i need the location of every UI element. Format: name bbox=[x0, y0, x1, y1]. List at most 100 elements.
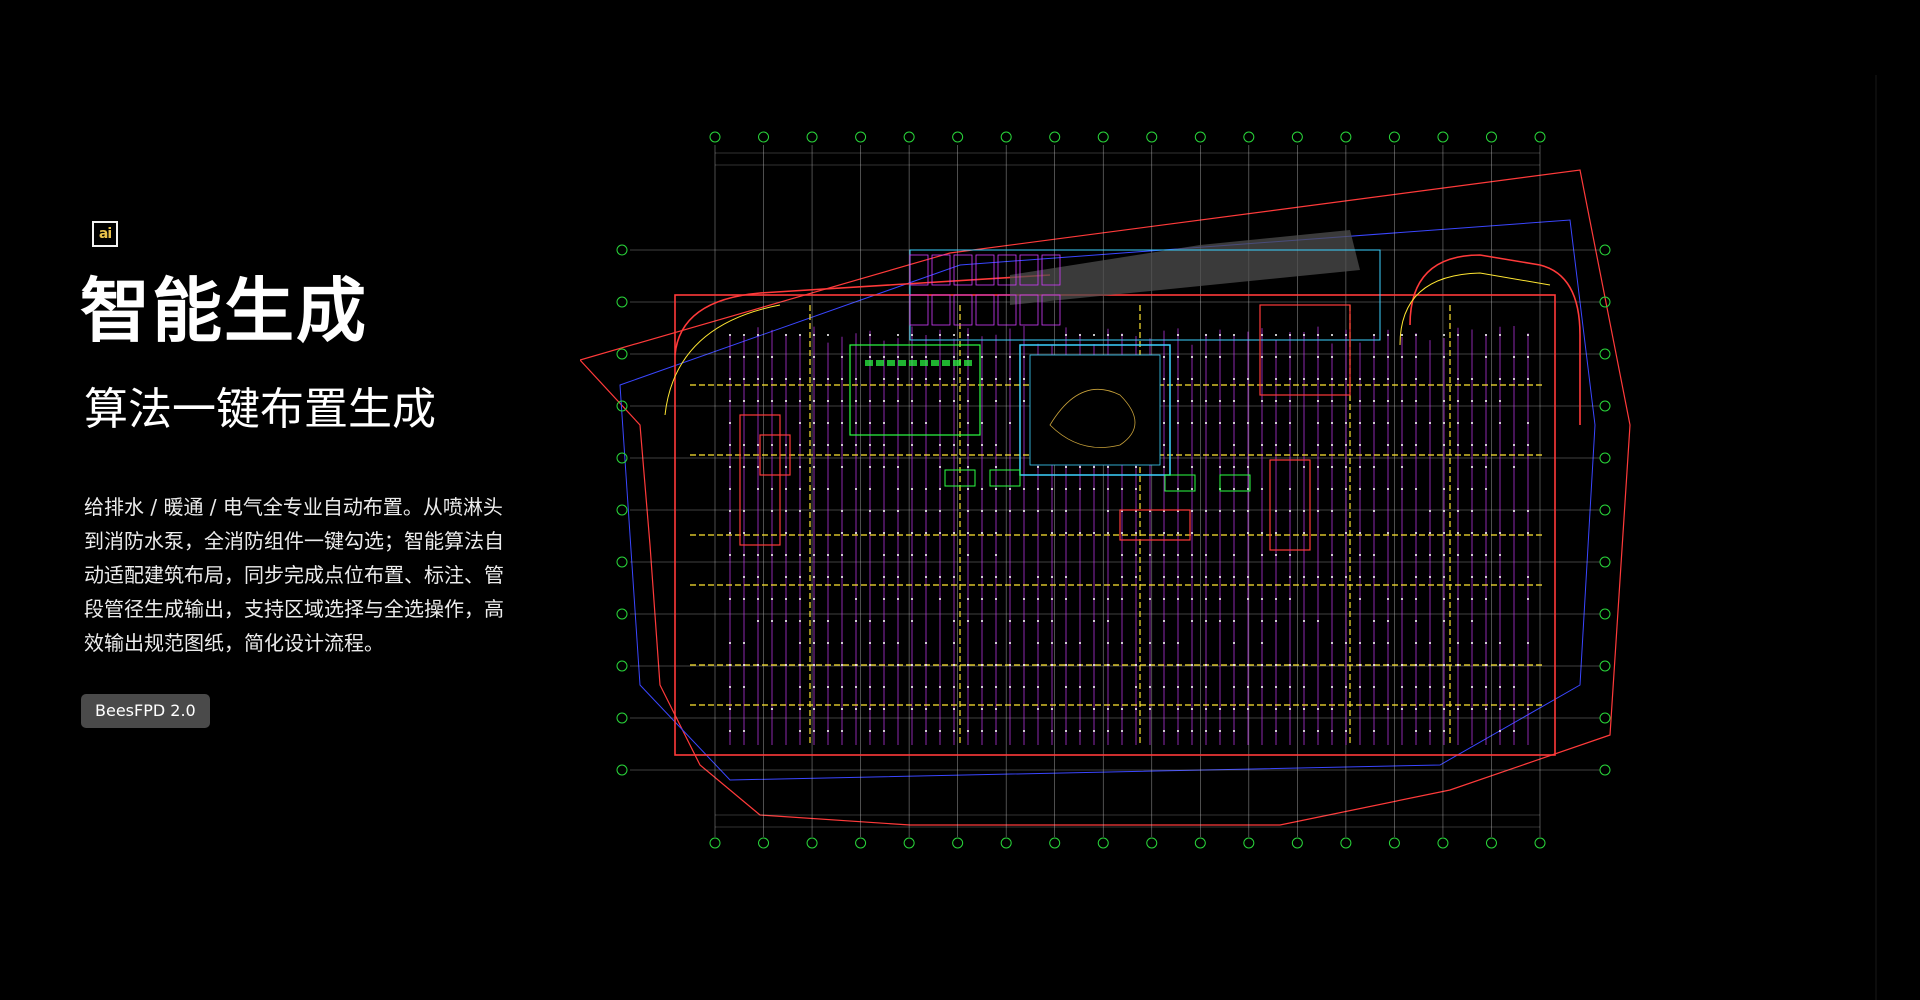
sprinkler-head bbox=[799, 334, 801, 336]
sprinkler-head bbox=[1121, 334, 1123, 336]
sprinkler-head bbox=[925, 554, 927, 556]
sprinkler-head bbox=[1121, 488, 1123, 490]
sprinkler-head bbox=[1485, 598, 1487, 600]
sprinkler-head bbox=[1135, 554, 1137, 556]
sprinkler-head bbox=[939, 466, 941, 468]
sprinkler-head bbox=[1121, 554, 1123, 556]
sprinkler-head bbox=[1387, 620, 1389, 622]
sprinkler-head bbox=[1205, 400, 1207, 402]
sprinkler-head bbox=[1359, 598, 1361, 600]
sprinkler-head bbox=[981, 664, 983, 666]
sprinkler-head bbox=[869, 620, 871, 622]
sprinkler-head bbox=[911, 488, 913, 490]
main-wall bbox=[674, 294, 1556, 756]
sprinkler-head bbox=[1359, 400, 1361, 402]
sprinkler-head bbox=[925, 576, 927, 578]
sprinkler-head bbox=[785, 488, 787, 490]
sprinkler-head bbox=[757, 466, 759, 468]
sprinkler-head bbox=[743, 510, 745, 512]
sprinkler-head bbox=[1471, 708, 1473, 710]
sprinkler-head bbox=[841, 466, 843, 468]
sprinkler-head bbox=[953, 642, 955, 644]
sprinkler-head bbox=[841, 554, 843, 556]
version-badge: BeesFPD 2.0 bbox=[81, 694, 210, 728]
sprinkler-head bbox=[1079, 686, 1081, 688]
sprinkler-head bbox=[1443, 620, 1445, 622]
sprinkler-head bbox=[855, 620, 857, 622]
sprinkler-head bbox=[1065, 334, 1067, 336]
axis-bubble bbox=[1599, 712, 1611, 724]
sprinkler-head bbox=[743, 334, 745, 336]
sprinkler-head bbox=[1121, 576, 1123, 578]
sprinkler-head bbox=[1037, 510, 1039, 512]
sprinkler-head bbox=[729, 422, 731, 424]
sprinkler-head bbox=[729, 730, 731, 732]
axis-bubble bbox=[855, 131, 867, 143]
sprinkler-head bbox=[1401, 334, 1403, 336]
axis-bubble bbox=[616, 712, 628, 724]
sprinkler-head bbox=[911, 422, 913, 424]
sprinkler-head bbox=[785, 620, 787, 622]
sprinkler-head bbox=[1373, 576, 1375, 578]
sprinkler-head bbox=[995, 488, 997, 490]
sprinkler-head bbox=[939, 576, 941, 578]
sprinkler-head bbox=[771, 378, 773, 380]
sprinkler-head bbox=[757, 554, 759, 556]
sprinkler-head bbox=[827, 422, 829, 424]
sprinkler-head bbox=[1457, 642, 1459, 644]
sprinkler-head bbox=[1261, 356, 1263, 358]
sprinkler-head bbox=[1205, 598, 1207, 600]
sprinkler-head bbox=[1121, 708, 1123, 710]
sprinkler-head bbox=[1373, 422, 1375, 424]
sprinkler-head bbox=[1485, 664, 1487, 666]
sprinkler-head bbox=[967, 488, 969, 490]
sprinkler-head bbox=[743, 378, 745, 380]
sprinkler-head bbox=[1177, 664, 1179, 666]
sprinkler-head bbox=[1107, 466, 1109, 468]
sprinkler-head bbox=[855, 378, 857, 380]
sprinkler-head bbox=[1317, 356, 1319, 358]
landscape bbox=[1049, 388, 1136, 448]
sprinkler-head bbox=[1163, 598, 1165, 600]
sprinkler-head bbox=[841, 532, 843, 534]
sprinkler-head bbox=[1471, 466, 1473, 468]
axis-bubble bbox=[1340, 837, 1352, 849]
sprinkler-head bbox=[743, 576, 745, 578]
sprinkler-head bbox=[1387, 378, 1389, 380]
sprinkler-head bbox=[1387, 444, 1389, 446]
sprinkler-head bbox=[1023, 620, 1025, 622]
sprinkler-head bbox=[1499, 400, 1501, 402]
sprinkler-head bbox=[1009, 686, 1011, 688]
sprinkler-head bbox=[883, 400, 885, 402]
sprinkler-head bbox=[1107, 598, 1109, 600]
sprinkler-head bbox=[771, 620, 773, 622]
sprinkler-head bbox=[1191, 356, 1193, 358]
sprinkler-head bbox=[1219, 466, 1221, 468]
axis-bubble bbox=[1599, 452, 1611, 464]
sprinkler-head bbox=[813, 708, 815, 710]
axis-bubble bbox=[1243, 131, 1255, 143]
sprinkler-head bbox=[1401, 466, 1403, 468]
equipment-unit bbox=[931, 360, 939, 366]
sprinkler-head bbox=[1247, 576, 1249, 578]
axis-bubble bbox=[1485, 837, 1497, 849]
room-partition bbox=[1259, 304, 1351, 396]
sprinkler-head bbox=[883, 620, 885, 622]
sprinkler-head bbox=[799, 466, 801, 468]
sprinkler-head bbox=[1373, 400, 1375, 402]
sprinkler-head bbox=[1247, 422, 1249, 424]
sprinkler-head bbox=[911, 334, 913, 336]
sprinkler-head bbox=[1275, 664, 1277, 666]
sprinkler-head bbox=[1471, 400, 1473, 402]
sprinkler-head bbox=[1023, 378, 1025, 380]
sprinkler-head bbox=[813, 400, 815, 402]
sprinkler-head bbox=[1387, 708, 1389, 710]
sprinkler-head bbox=[981, 620, 983, 622]
sprinkler-head bbox=[995, 378, 997, 380]
axis-bubble bbox=[1291, 131, 1303, 143]
axis-bubble bbox=[1340, 131, 1352, 143]
sprinkler-head bbox=[1191, 598, 1193, 600]
sprinkler-head bbox=[813, 422, 815, 424]
sprinkler-head bbox=[729, 642, 731, 644]
sprinkler-head bbox=[757, 334, 759, 336]
